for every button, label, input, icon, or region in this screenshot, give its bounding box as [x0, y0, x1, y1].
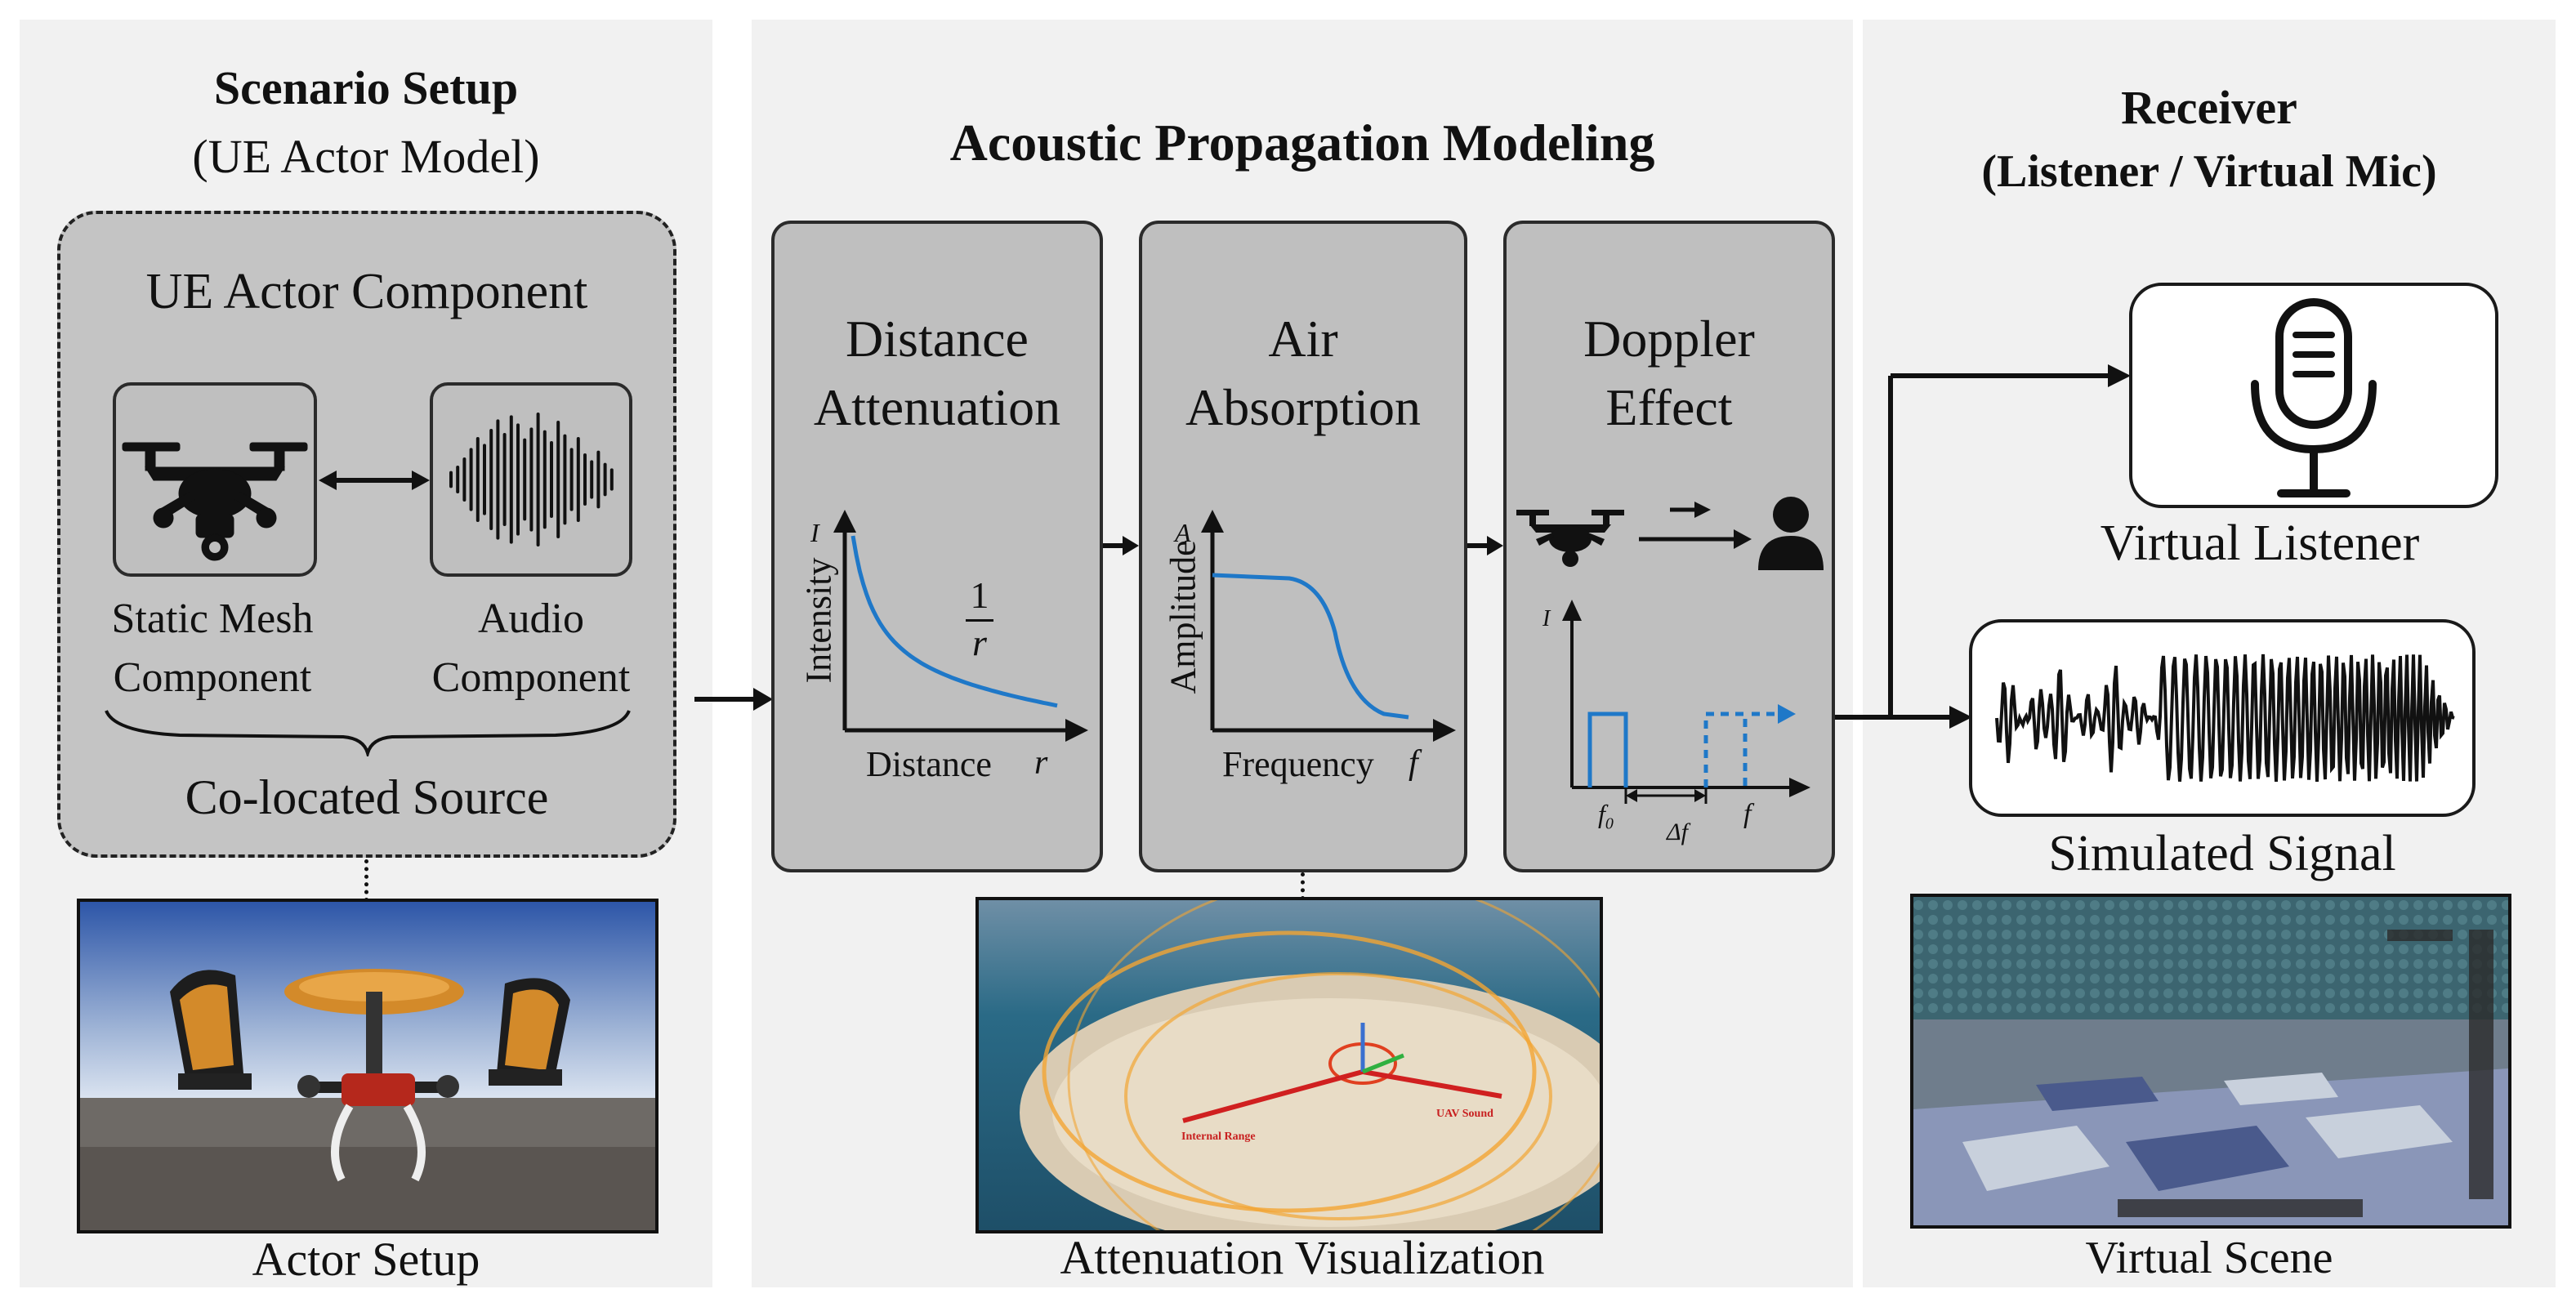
- virtual-listener-box: [2129, 283, 2498, 508]
- bidirectional-arrow: [319, 471, 430, 490]
- doppler-x-symbol: f: [1743, 799, 1752, 829]
- air-title-1: Air: [1268, 310, 1338, 368]
- distance-formula-num: 1: [970, 574, 989, 616]
- simulated-signal-box: [1969, 619, 2476, 817]
- actor-setup-photo: [77, 899, 659, 1233]
- dotted-connector-left: [364, 859, 368, 902]
- arrow-distance-to-air: [1103, 536, 1139, 555]
- air-x-symbol: f: [1409, 744, 1418, 782]
- doppler-title-2: Effect: [1605, 378, 1733, 436]
- actor-component-title: UE Actor Component: [145, 264, 588, 319]
- waveform-icon: [449, 413, 614, 546]
- doppler-illustration: [1516, 497, 1824, 804]
- attenuation-caption: Attenuation Visualization: [1060, 1231, 1545, 1284]
- air-absorption-box: Air Absorption A Amplitude Frequency f: [1139, 221, 1467, 872]
- distance-formula-den: r: [972, 622, 987, 663]
- static-mesh-label: Static Mesh Component: [74, 590, 351, 707]
- audio-label-line2: Component: [431, 654, 631, 701]
- arrow-air-to-doppler: [1467, 536, 1503, 555]
- distance-title-1: Distance: [846, 310, 1029, 368]
- audio-label: Audio Component: [392, 590, 670, 707]
- scenario-subtitle: (UE Actor Model): [192, 130, 540, 183]
- simulated-signal-caption: Simulated Signal: [2048, 826, 2396, 881]
- propagation-title: Acoustic Propagation Modeling: [949, 114, 1655, 172]
- doppler-f0-sub: 0: [1605, 814, 1614, 833]
- photo-label-uav-sound: UAV Sound: [1436, 1108, 1493, 1120]
- receiver-subtitle: (Listener / Virtual Mic): [1981, 146, 2437, 197]
- virtual-scene-photo: [1910, 894, 2511, 1229]
- distance-x-symbol: r: [1034, 744, 1048, 782]
- attenuation-photo: Internal Range UAV Sound: [975, 897, 1603, 1233]
- doppler-y-symbol: I: [1542, 606, 1551, 631]
- doppler-effect-box: Doppler Effect I f0: [1503, 221, 1835, 872]
- microphone-icon: [2251, 298, 2377, 497]
- colocated-brace: [105, 710, 631, 756]
- distance-chart: [833, 510, 1088, 742]
- colocated-label: Co-located Source: [185, 770, 549, 824]
- air-title-2: Absorption: [1185, 378, 1421, 436]
- audio-box: [430, 382, 632, 577]
- doppler-delta-label: Δf: [1667, 819, 1688, 845]
- drone-icon: [122, 442, 308, 561]
- doppler-title-1: Doppler: [1583, 310, 1755, 368]
- arrows-to-receiver: [1835, 364, 2131, 729]
- virtual-scene-caption: Virtual Scene: [2085, 1233, 2333, 1283]
- distance-formula-bar: [966, 619, 993, 622]
- distance-y-label: Intensity: [798, 557, 839, 684]
- static-mesh-label-line2: Component: [113, 654, 312, 701]
- doppler-f0-label: f0: [1598, 799, 1614, 833]
- distance-attenuation-box: Distance Attenuation I Intensity Distanc…: [771, 221, 1103, 872]
- virtual-listener-caption: Virtual Listener: [2100, 515, 2420, 571]
- scenario-title: Scenario Setup: [213, 61, 519, 114]
- air-chart: [1201, 510, 1456, 742]
- static-mesh-label-line1: Static Mesh: [111, 596, 314, 642]
- air-y-label: Amplitude: [1163, 540, 1203, 694]
- distance-y-symbol: I: [810, 518, 819, 547]
- small-drone-icon: [1516, 510, 1624, 567]
- arrow-to-propagation: [694, 688, 773, 711]
- doppler-f0-base: f: [1598, 799, 1605, 828]
- person-icon: [1758, 497, 1824, 570]
- actor-setup-caption: Actor Setup: [252, 1233, 480, 1286]
- photo-label-internal-range: Internal Range: [1181, 1131, 1256, 1143]
- static-mesh-box: [113, 382, 317, 577]
- air-y-symbol: A: [1175, 518, 1191, 547]
- distance-x-label: Distance: [866, 744, 992, 784]
- signal-waveform: [1995, 654, 2455, 782]
- distance-title-2: Attenuation: [813, 378, 1061, 436]
- receiver-title: Receiver: [2121, 81, 2297, 134]
- audio-label-line1: Audio: [478, 596, 584, 642]
- air-x-label: Frequency: [1222, 744, 1374, 784]
- dotted-connector-middle: [1301, 872, 1305, 900]
